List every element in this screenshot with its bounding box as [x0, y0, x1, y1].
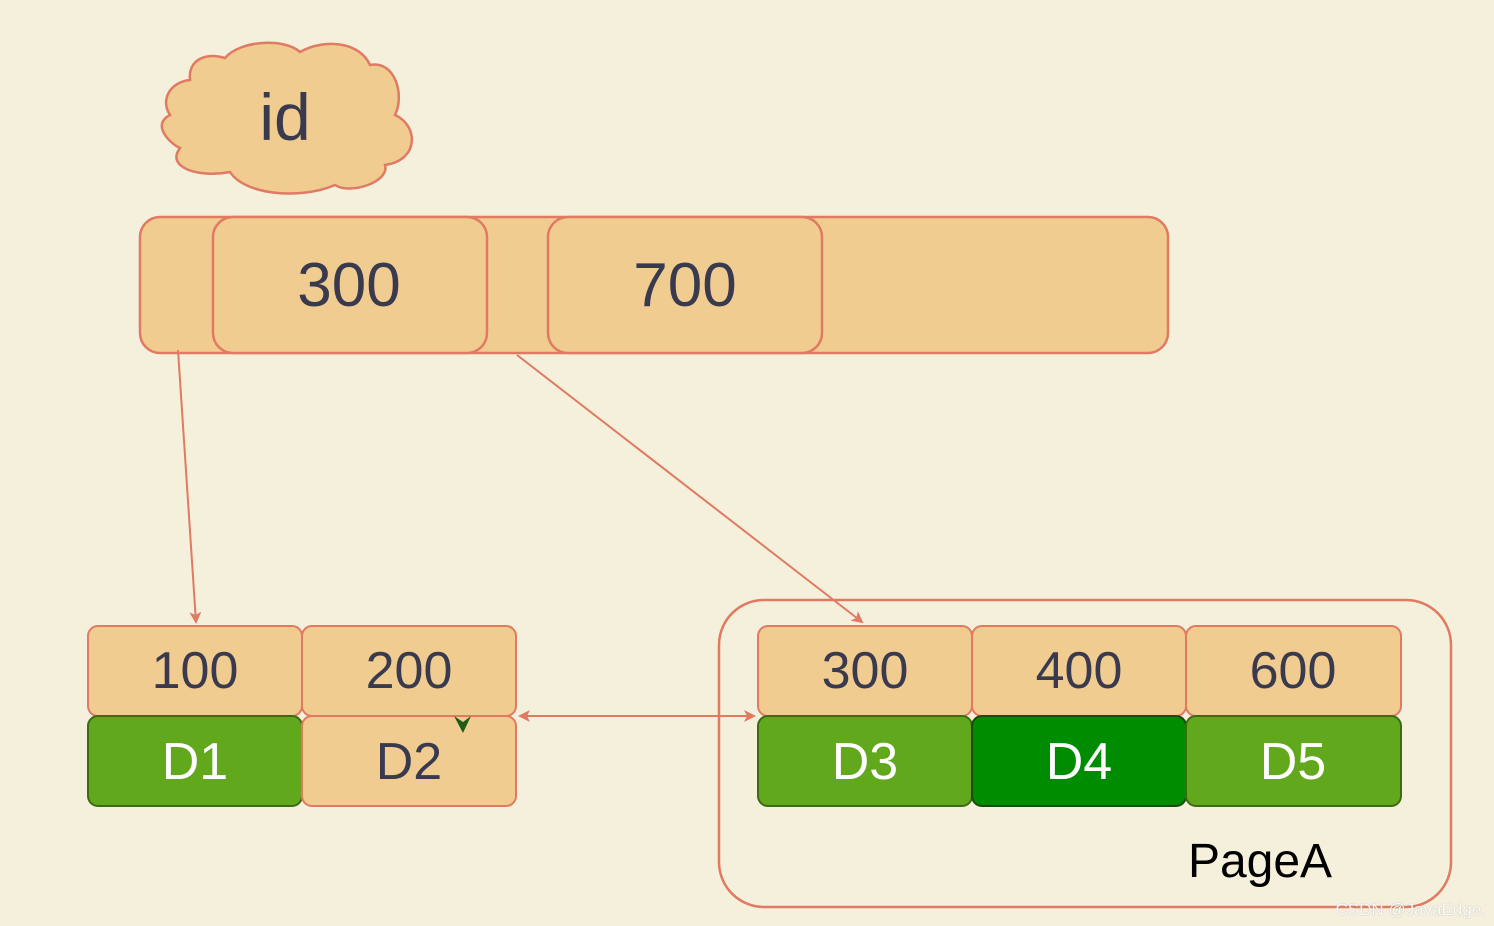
- root-node: 300 700: [138, 215, 1170, 355]
- dark-arrow-icon: [454, 716, 471, 733]
- root-key-box: [211, 215, 489, 355]
- data-row-text: D5: [1260, 733, 1326, 791]
- data-row-text: D2: [376, 733, 442, 791]
- leaf-node-left: 100 200 D1 D2: [87, 625, 517, 807]
- leaf-key-text: 400: [1036, 642, 1123, 700]
- leaf-key-text: 200: [366, 642, 453, 700]
- leaf-node-right: 300 400 600 D3 D4 D5: [757, 625, 1402, 807]
- page-a-label: PageA: [1188, 835, 1332, 888]
- index-cloud: id: [160, 41, 413, 195]
- pointer-arrow-left: [177, 349, 202, 624]
- index-label: id: [259, 80, 310, 154]
- watermark-text: CSDN @JavaEdge.: [1335, 900, 1487, 919]
- leaf-key-text: 100: [152, 642, 239, 700]
- page-a-container: [717, 598, 1453, 909]
- leaf-key-text: 600: [1250, 642, 1337, 700]
- data-row-box: [1185, 715, 1402, 807]
- data-row-text: D3: [832, 733, 898, 791]
- data-row-text: D4: [1046, 733, 1112, 791]
- cloud-shape: [160, 41, 413, 195]
- pointer-arrow-right: [516, 354, 864, 624]
- data-row-text: D1: [162, 733, 228, 791]
- root-key-text: 300: [297, 251, 400, 320]
- leaf-key-text: 300: [822, 642, 909, 700]
- root-key-box: [546, 215, 824, 355]
- data-row-box: [301, 715, 517, 807]
- root-key-text: 700: [633, 251, 736, 320]
